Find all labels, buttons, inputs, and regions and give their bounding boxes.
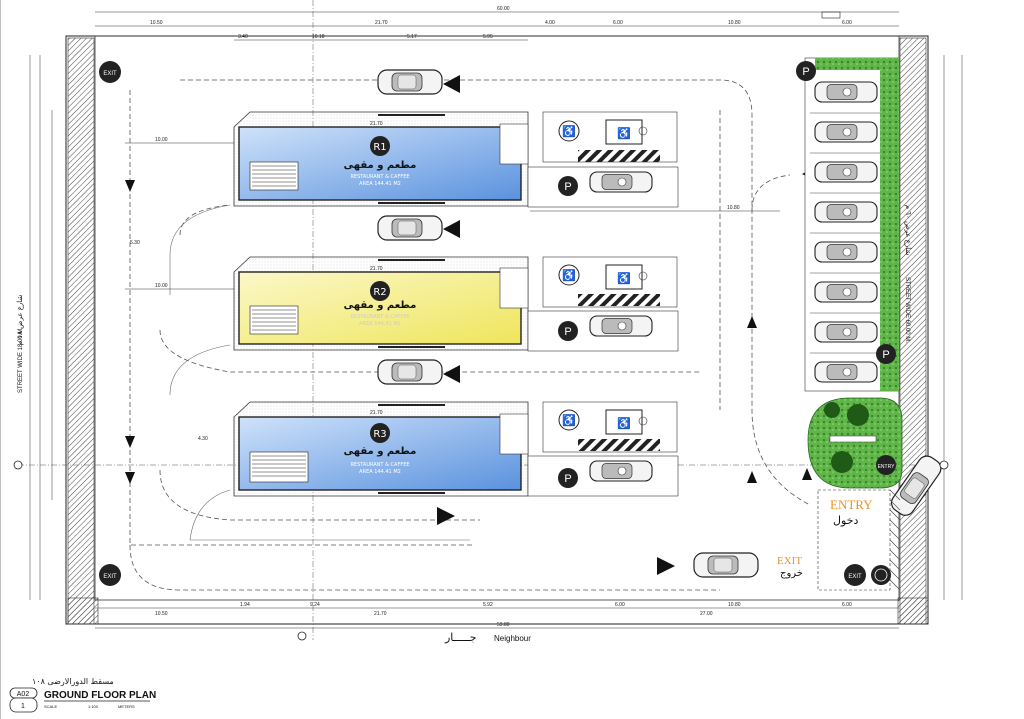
exit-label-ar: خروج <box>780 568 803 579</box>
dim-bottom-sub: 27.00 <box>700 611 713 617</box>
accessible-parking-group-1: ♿ ♿ P <box>527 111 679 208</box>
parking-sign-2: P <box>564 326 571 338</box>
parking-sign-1: P <box>564 181 571 193</box>
parking-sign-5: P <box>882 349 889 361</box>
dim-bottom-6: 6.00 <box>615 602 625 608</box>
neighbour-label-ar: جـــــار <box>444 631 477 644</box>
street-left-label-en: STREET WIDE 18.00 M. <box>18 327 24 393</box>
neighbour-label-en: Neighbour <box>494 634 531 643</box>
street-right-label-ar: شارع عرض ٦٠ م <box>904 205 912 256</box>
dim-block-left-r1: 10.00 <box>155 137 168 143</box>
building-r1-id: R1 <box>373 142 386 153</box>
units-label: METERS <box>118 704 135 709</box>
scale-label: SCALE <box>44 704 57 709</box>
dim-misc-3: 10.80 <box>727 205 740 211</box>
dim-misc-2: 4.30 <box>198 436 208 442</box>
dim-top-total: 60.00 <box>497 6 510 12</box>
plan-title: GROUND FLOOR PLAN <box>44 690 156 701</box>
street-left-label-ar: شارع عرض ١٨ م <box>16 295 24 346</box>
entry-sign: ENTRY <box>878 464 896 470</box>
dim-top-6: 6.00 <box>842 20 852 26</box>
dim-bottom-1: 10.50 <box>155 611 168 617</box>
dim-inner-2: 10.18 <box>312 34 325 40</box>
entry-label-en: ENTRY <box>830 497 873 512</box>
building-r3-name-ar: مطعم و مقهى <box>344 446 417 457</box>
accessible-icon: ♿ <box>562 414 576 427</box>
entry-label-ar: دخول <box>833 514 858 527</box>
building-r3-use: RESTAURANT & CAFFEE <box>350 462 409 468</box>
accessible-icon: ♿ <box>562 125 576 138</box>
dim-building-width-r2: 21.70 <box>370 266 383 272</box>
accessible-sign-icon: ♿ <box>617 272 631 285</box>
parking-sign-4: P <box>802 66 809 78</box>
dim-top-4: 6.00 <box>613 20 623 26</box>
dim-inner-3: 5.17 <box>407 34 417 40</box>
accessible-sign-icon: ♿ <box>617 127 631 140</box>
dim-bottom-4: 21.70 <box>374 611 387 617</box>
dim-misc-1: 5.30 <box>130 240 140 246</box>
accessible-icon: ♿ <box>562 269 576 282</box>
scale-value: 1:100 <box>88 704 99 709</box>
building-r2-use: RESTAURANT & CAFFEE <box>350 314 409 320</box>
building-r1: R1 مطعم و مقهى RESTAURANT & CAFFEE AREA … <box>233 111 529 207</box>
accessible-parking-group-2: ♿ ♿ P <box>527 256 679 352</box>
dim-bottom-2: 1.94 <box>240 602 250 608</box>
exit-sign-bottom-left: EXIT <box>103 574 117 580</box>
building-r3-id: R3 <box>373 429 386 440</box>
building-r2-name-ar: مطعم و مقهى <box>344 300 417 311</box>
sheet-number: A02 <box>17 691 30 698</box>
dim-inner-1: 3.40 <box>238 34 248 40</box>
sheet-index: 1 <box>21 703 25 710</box>
exit-sign-bottom-right: EXIT <box>848 574 862 580</box>
exit-sign-top-left: EXIT <box>103 71 117 77</box>
building-r3-area: AREA 144.41 M2 <box>359 469 401 475</box>
dim-top-3: 4.00 <box>545 20 555 26</box>
exit-label-en: EXIT <box>777 555 802 567</box>
title-block-ar: مسقط الدورالارضى ١٠٨ <box>32 677 114 686</box>
dim-top-2: 21.70 <box>375 20 388 26</box>
dim-building-width-r1: 21.70 <box>370 121 383 127</box>
dim-bottom-total: 59.80 <box>497 622 510 628</box>
dim-inner-4: 5.95 <box>483 34 493 40</box>
accessible-parking-group-3: ♿ ♿ P <box>527 401 679 497</box>
building-r1-name-ar: مطعم و مقهى <box>344 160 417 171</box>
building-r1-use: RESTAURANT & CAFFEE <box>350 174 409 180</box>
building-r2-id: R2 <box>373 287 386 298</box>
dim-bottom-5: 5.92 <box>483 602 493 608</box>
building-r3: R3 مطعم و مقهى RESTAURANT & CAFFEE AREA … <box>233 401 529 497</box>
dim-building-width-r3: 21.70 <box>370 410 383 416</box>
dim-top-5: 10.80 <box>728 20 741 26</box>
building-r2: R2 مطعم و مقهى RESTAURANT & CAFFEE AREA … <box>233 256 529 351</box>
accessible-sign-icon: ♿ <box>617 417 631 430</box>
dim-bottom-3: 9.24 <box>310 602 320 608</box>
dim-bottom-8: 6.00 <box>842 602 852 608</box>
dim-bottom-7: 10.80 <box>728 602 741 608</box>
building-r2-area: AREA 144.41 M2 <box>359 321 401 327</box>
street-right-label-en: STREET WIDE 60.00 M. <box>904 277 910 343</box>
building-r1-area: AREA 144.41 M2 <box>359 181 401 187</box>
parking-sign-3: P <box>564 473 571 485</box>
dim-block-left-r2: 10.00 <box>155 283 168 289</box>
dim-top-1: 10.50 <box>150 20 163 26</box>
